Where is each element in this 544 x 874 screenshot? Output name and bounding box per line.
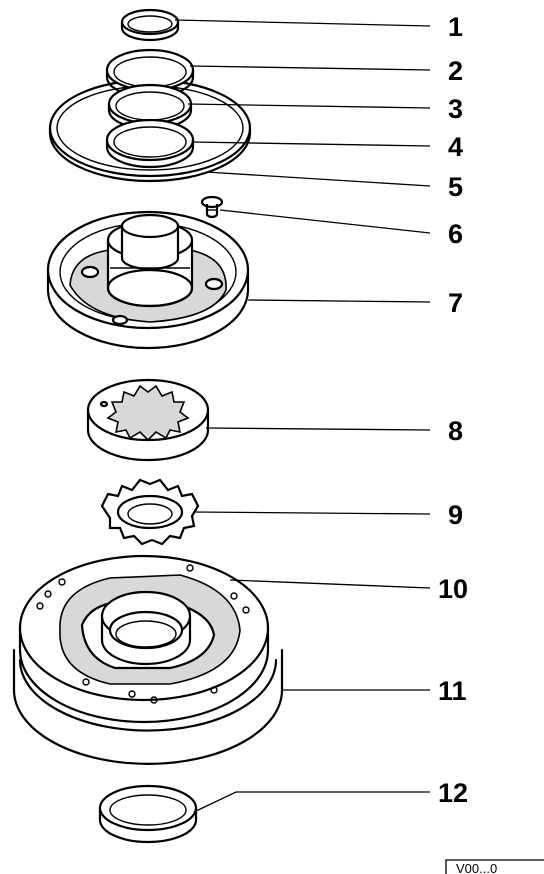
leader-9 [193,511,431,515]
callout-10: 10 [438,574,468,604]
callout-5: 5 [448,172,463,202]
callout-3: 3 [448,94,463,124]
leader-3 [187,103,431,109]
callout-11: 11 [438,676,467,706]
callout-9: 9 [448,500,463,530]
callout-numbers: 1 2 3 4 5 6 7 8 9 10 11 12 [438,12,468,808]
leader-7 [247,299,431,303]
reference-code-box: V00...0 [445,859,544,874]
leader-1 [174,19,431,27]
leader-12 [193,791,430,813]
leader-lines [174,19,431,813]
callout-7: 7 [448,288,463,318]
reference-code: V00...0 [456,861,497,874]
callout-4: 4 [448,132,463,162]
leader-2 [189,65,431,71]
callout-2: 2 [448,56,463,86]
part-9-inner-gear [100,478,200,546]
callout-12: 12 [438,778,468,808]
leader-6 [219,209,431,234]
part-1-ring [120,8,180,42]
part-4-ring [105,118,195,169]
part-7-housing-cover [46,210,250,350]
leader-10 [229,579,431,589]
part-10-pump-body [18,554,270,724]
leader-4 [191,141,431,147]
callout-6: 6 [448,219,463,249]
leader-8 [205,427,431,431]
callout-8: 8 [448,416,463,446]
part-6-screw [200,195,224,219]
part-11-housing-shell [12,648,284,765]
part-12-seal [98,784,198,844]
part-8-outer-rotor [86,378,210,462]
leader-5 [205,171,431,187]
callout-1: 1 [448,12,463,42]
